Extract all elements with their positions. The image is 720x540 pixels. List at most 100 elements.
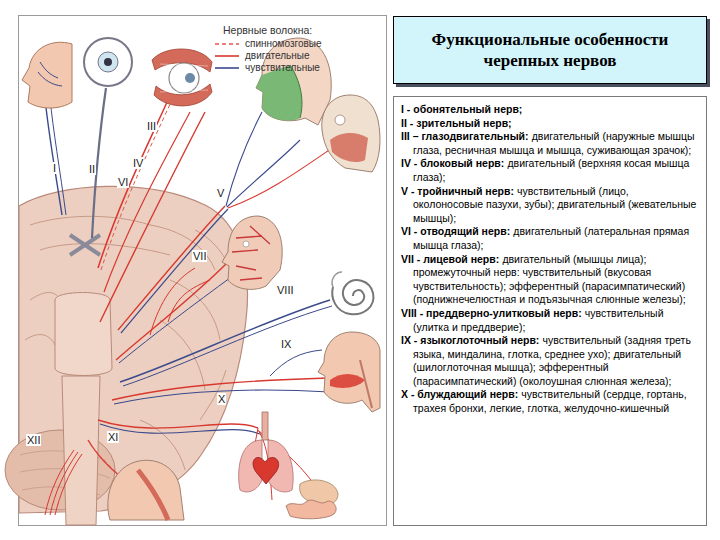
legend-line [214, 40, 240, 48]
legend-line-sample [215, 55, 239, 57]
legend-row: двигательные [214, 50, 310, 61]
nerve-number: V [216, 187, 225, 199]
nerve-number: XII [26, 434, 41, 446]
legend-row: спинномозговые [214, 38, 322, 49]
nerve-paragraph: IX - языкоглоточный нерв:чувствительный … [401, 334, 699, 388]
nerve-paragraph: VII - лицевой нерв:двигательный (мышцы л… [401, 253, 699, 307]
nerve-fibers [121, 209, 228, 333]
nerve-fibers [123, 306, 332, 386]
eye-icon [104, 58, 112, 66]
organs-icon [300, 480, 338, 505]
nerve-number: VIII [276, 284, 295, 296]
nerve-fibers [227, 140, 300, 207]
title-text: Функциональные особенности черепных нерв… [404, 29, 696, 71]
nerve-paragraph: VI - отводящий нерв:двигательный (латера… [401, 225, 699, 252]
legend-text: чувствительные [245, 62, 320, 73]
eye-icon [84, 38, 132, 86]
legend-text: спинномозговые [245, 38, 322, 49]
nerve-fibers [101, 102, 171, 270]
nerve-number: IX [280, 338, 292, 350]
head-icon-throat [318, 332, 380, 412]
face-icon-facial [232, 226, 270, 280]
legend-line-sample [215, 43, 239, 45]
nerve-fibers [114, 390, 330, 404]
nerve-number: VI [117, 176, 129, 188]
neck-icon [138, 470, 168, 520]
nerve-number: IV [132, 157, 144, 169]
nose-icon [38, 62, 62, 86]
eye-muscles-icon [169, 63, 199, 93]
nerve-fibers [100, 424, 260, 434]
nerve-paragraph: II - зрительный нерв; [401, 117, 699, 131]
face-icon-trigeminal [256, 65, 302, 121]
nerve-fibers [226, 112, 262, 206]
brain-base [55, 293, 112, 376]
nerve-fibers [270, 350, 322, 376]
nerve-name: II - зрительный нерв; [401, 117, 512, 129]
nerve-number: II [88, 163, 96, 175]
organs-icon [239, 412, 338, 519]
nerve-number: VII [192, 250, 207, 262]
legend-line [214, 64, 240, 72]
head-icon-throat [360, 360, 372, 408]
nerve-fibers [119, 275, 234, 363]
nerve-fibers [104, 112, 190, 292]
nerve-paragraph: VIII - преддверно-улитковый нерв:чувстви… [401, 307, 699, 334]
face-icon-facial [222, 216, 282, 289]
nerve-number: X [217, 393, 226, 405]
face-icon-facial [243, 241, 249, 247]
head-icon-throat [318, 332, 380, 412]
nerve-name: X - блуждающий нерв: [401, 388, 518, 400]
nerve-fibers [50, 98, 66, 215]
title-box: Функциональные особенности черепных нерв… [393, 16, 707, 84]
illustration-frame [19, 16, 387, 526]
nerve-name: IV - блоковый нерв: [401, 157, 504, 169]
neck-icon [108, 460, 184, 520]
eye-muscles-icon [185, 73, 195, 83]
description-panel: I - обонятельный нерв; II - зрительный не… [393, 96, 707, 526]
nerve-fibers [150, 268, 210, 335]
nerve-name: VII - лицевой нерв: [401, 253, 499, 265]
nerve-fibers [228, 148, 332, 208]
nerve-paragraph: V - тройничный нерв:чувствительный (лицо… [401, 185, 699, 226]
cochlea-icon [332, 280, 373, 314]
nerve-paragraph: IV - блоковый нерв:двигательный (верхняя… [401, 157, 699, 184]
legend-line-sample [215, 67, 239, 69]
skull-icon [335, 115, 345, 125]
nerve-number: XI [107, 431, 119, 443]
nerve-fibers [45, 98, 62, 215]
illustration-frame [19, 16, 387, 526]
nerve-name: I - обонятельный нерв; [401, 103, 522, 115]
organs-icon [286, 500, 336, 519]
legend-text: двигательные [245, 50, 310, 61]
nerve-fibers [98, 420, 258, 428]
brain-base [70, 235, 100, 255]
eye-muscles-icon [152, 49, 212, 106]
legend-row: чувствительные [214, 62, 320, 73]
legend-heading: Нервные волокна: [222, 24, 313, 36]
legend-line [214, 52, 240, 60]
cochlea-icon [332, 272, 373, 314]
skull-icon [322, 95, 380, 172]
nerve-name: IX - языкоглоточный нерв: [401, 334, 539, 346]
skull-icon [322, 95, 380, 172]
nerve-name: VIII - преддверно-улитковый нерв: [401, 307, 582, 319]
nerve-fibers [120, 300, 330, 382]
face-icon-facial [222, 216, 282, 289]
nose-icon [22, 42, 72, 108]
nerve-paragraph: I - обонятельный нерв; [401, 103, 699, 117]
nerve-number: I [52, 162, 57, 174]
neck-icon [108, 460, 184, 520]
nerve-fibers [118, 206, 225, 330]
head-icon-throat [330, 374, 365, 388]
skull-icon [330, 133, 368, 162]
eye-icon [84, 38, 132, 86]
organs-icon [262, 412, 268, 440]
nerve-paragraph: X - блуждающий нерв:чувствительный (серд… [401, 388, 699, 415]
nerve-paragraph: III – глазодвигательный:двигательный (на… [401, 130, 699, 157]
nose-icon [22, 42, 72, 108]
nerve-fibers [45, 88, 332, 515]
organs-icon [253, 457, 279, 484]
nerve-name: VI - отводящий нерв: [401, 225, 510, 237]
